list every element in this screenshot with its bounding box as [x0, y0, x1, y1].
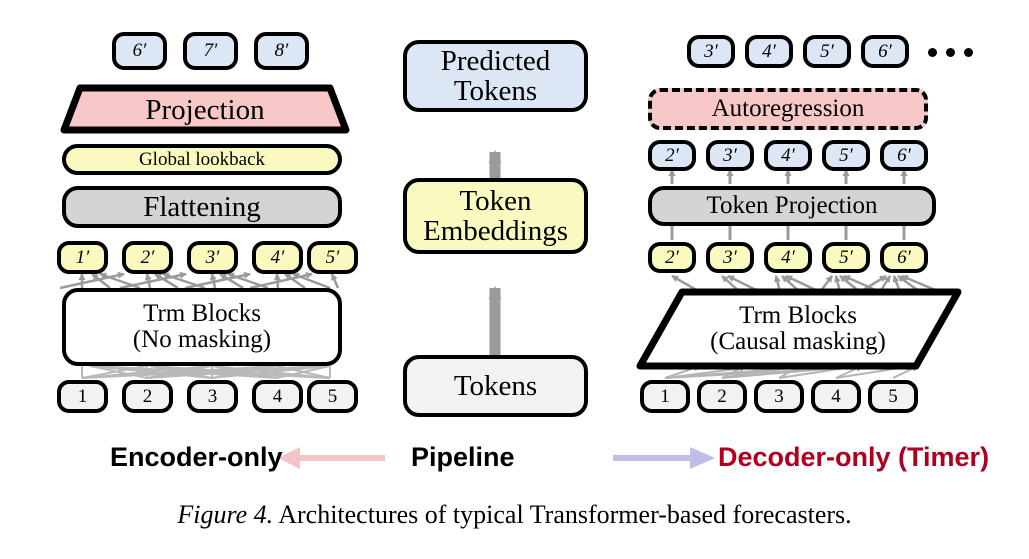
predicted-tokens-line1: Predicted	[440, 44, 551, 77]
token-embeddings-line2: Embeddings	[423, 215, 568, 247]
decoder-output-token-0[interactable]: 3′	[687, 35, 735, 68]
encoder-flattening[interactable]: Flattening	[62, 186, 342, 228]
predicted-tokens-line2: Tokens	[453, 75, 538, 107]
encoder-hidden-token-0[interactable]: 1′	[57, 241, 108, 274]
encoder-hidden-token-4[interactable]: 5′	[307, 241, 358, 274]
decoder-projected-token-4[interactable]: 6′	[880, 140, 928, 171]
pipeline-predicted-tokens[interactable]: Predicted Tokens	[403, 40, 588, 112]
encoder-output-token-2[interactable]: 8′	[254, 32, 309, 70]
encoder-hidden-token-2[interactable]: 3′	[187, 241, 238, 274]
footer-pipeline-label: Pipeline	[411, 442, 515, 472]
decoder-input-token-4[interactable]: 5	[868, 380, 918, 413]
encoder-global-lookback[interactable]: Global lookback	[62, 144, 342, 175]
encoder-trm-line1: Trm Blocks	[143, 299, 261, 327]
encoder-hidden-token-1[interactable]: 2′	[122, 241, 173, 274]
figure-caption-prefix: Figure 4.	[177, 500, 274, 529]
encoder-input-token-1[interactable]: 2	[122, 380, 173, 413]
decoder-output-token-1[interactable]: 4′	[745, 35, 793, 68]
pipeline-tokens[interactable]: Tokens	[403, 355, 588, 417]
footer-decoder-label: Decoder-only (Timer)	[718, 442, 990, 472]
decoder-hidden-token-3[interactable]: 5′	[822, 242, 870, 273]
decoder-hidden-token-2[interactable]: 4′	[764, 242, 812, 273]
decoder-projected-token-3[interactable]: 5′	[822, 140, 870, 171]
decoder-projected-token-1[interactable]: 3′	[706, 140, 754, 171]
decoder-projected-token-2[interactable]: 4′	[764, 140, 812, 171]
decoder-token-projection[interactable]: Token Projection	[648, 186, 936, 226]
token-embeddings-line1: Token	[459, 184, 532, 217]
encoder-output-token-0[interactable]: 6′	[112, 32, 167, 70]
encoder-trm-blocks[interactable]: Trm Blocks (No masking)	[62, 288, 342, 366]
decoder-output-token-2[interactable]: 5′	[803, 35, 851, 68]
decoder-ellipsis-icon	[928, 48, 973, 57]
decoder-input-token-0[interactable]: 1	[640, 380, 690, 413]
encoder-input-token-2[interactable]: 3	[187, 380, 238, 413]
decoder-input-token-3[interactable]: 4	[811, 380, 861, 413]
figure-caption-text: Architectures of typical Transformer-bas…	[273, 500, 852, 529]
decoder-autoregression[interactable]: Autoregression	[648, 88, 928, 130]
decoder-input-token-2[interactable]: 3	[754, 380, 804, 413]
figure-caption: Figure 4. Architectures of typical Trans…	[0, 500, 1029, 530]
encoder-projection-label: Projection	[145, 93, 265, 126]
decoder-output-token-3[interactable]: 6′	[861, 35, 909, 68]
encoder-input-token-3[interactable]: 4	[252, 380, 303, 413]
encoder-hidden-token-3[interactable]: 4′	[252, 241, 303, 274]
pipeline-token-embeddings[interactable]: Token Embeddings	[403, 178, 588, 254]
decoder-input-token-1[interactable]: 2	[697, 380, 747, 413]
encoder-input-token-0[interactable]: 1	[57, 380, 108, 413]
encoder-input-token-4[interactable]: 5	[307, 380, 358, 413]
decoder-hidden-token-4[interactable]: 6′	[880, 242, 928, 273]
encoder-output-token-1[interactable]: 7′	[183, 32, 238, 70]
encoder-trm-line2: (No masking)	[132, 326, 272, 353]
decoder-projected-token-0[interactable]: 2′	[648, 140, 696, 171]
decoder-trm-line2: (Causal masking)	[710, 328, 886, 355]
footer-encoder-label: Encoder-only	[110, 442, 283, 472]
decoder-trm-blocks[interactable]: Trm Blocks (Causal masking)	[648, 292, 948, 366]
decoder-hidden-token-1[interactable]: 3′	[706, 242, 754, 273]
decoder-trm-line1: Trm Blocks	[739, 301, 857, 329]
decoder-hidden-token-0[interactable]: 2′	[648, 242, 696, 273]
